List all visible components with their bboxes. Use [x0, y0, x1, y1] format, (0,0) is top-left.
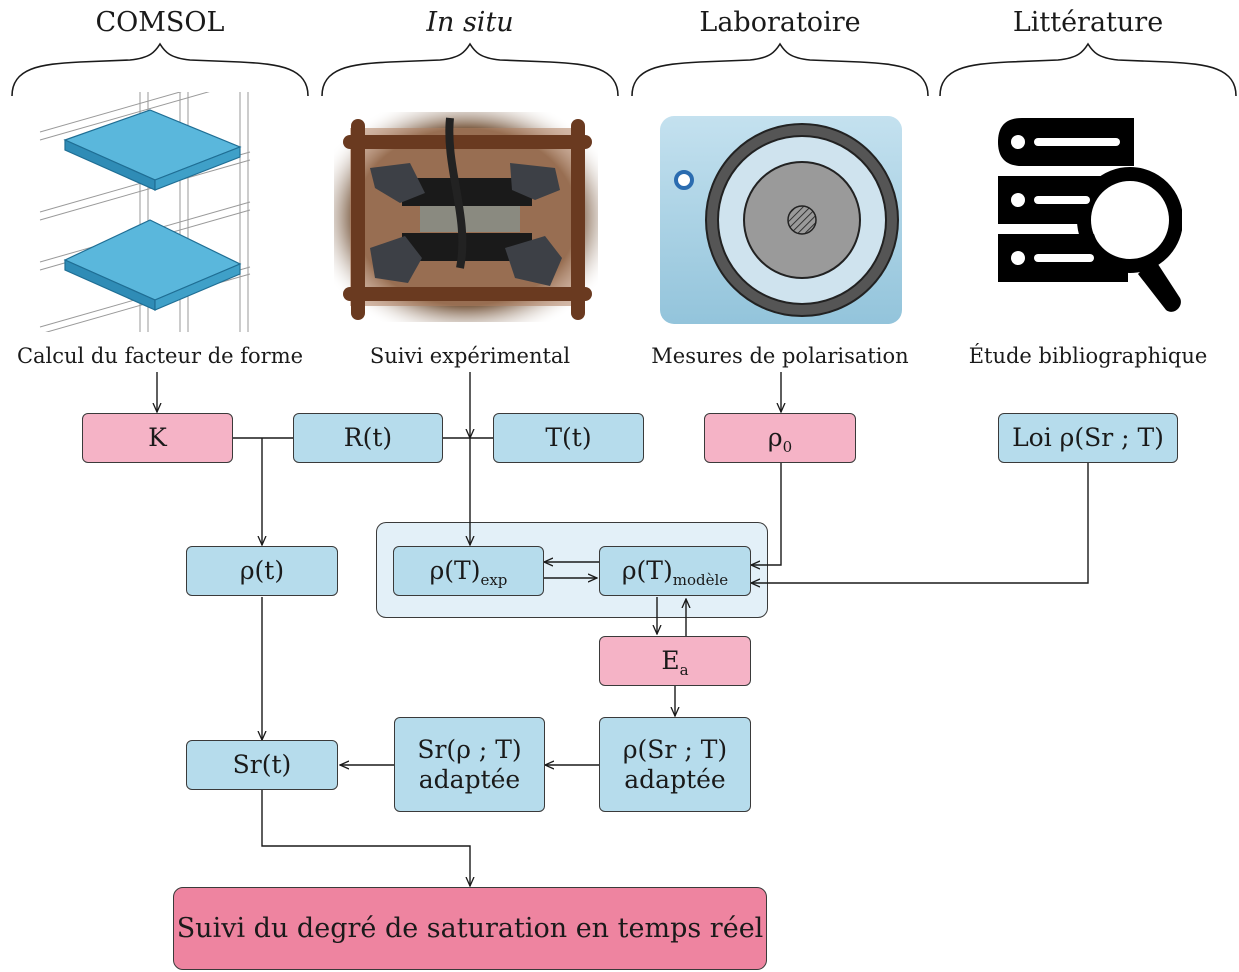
- node-rho-T-exp-label: ρ(T)exp: [429, 556, 508, 589]
- node-T-t-label: T(t): [545, 423, 592, 452]
- laboratoire-cell-image: [660, 116, 902, 324]
- caption-comsol: Calcul du facteur de forme: [16, 344, 304, 368]
- node-sr-rho-T-line1: Sr(ρ ; T): [417, 734, 522, 764]
- header-litterature: Littérature: [1012, 7, 1164, 38]
- brace-litterature: [939, 42, 1237, 97]
- node-rho-t-label: ρ(t): [239, 556, 285, 585]
- node-rho0-label: ρ0: [767, 423, 793, 456]
- brace-laboratoire: [631, 42, 929, 97]
- arrow-loi-to-model: [751, 463, 1089, 583]
- node-K: K: [82, 413, 233, 463]
- node-K-label: K: [148, 423, 167, 452]
- caption-laboratoire: Mesures de polarisation: [651, 344, 909, 368]
- node-rho-sr-T-line1: ρ(Sr ; T): [622, 734, 728, 764]
- node-rho0: ρ0: [704, 413, 856, 463]
- node-sr-t-label: Sr(t): [232, 750, 292, 779]
- arrow-sr-t-to-final: [261, 790, 470, 886]
- node-final-suivi: Suivi du degré de saturation en temps ré…: [173, 887, 767, 970]
- node-sr-rho-T-adaptee: Sr(ρ ; T) adaptée: [394, 717, 545, 812]
- node-rho-sr-T-adaptee: ρ(Sr ; T) adaptée: [599, 717, 751, 812]
- node-sr-rho-T-line2: adaptée: [418, 764, 521, 794]
- node-rho-t: ρ(t): [186, 546, 338, 596]
- node-Ea-label: Ea: [661, 646, 689, 679]
- header-comsol: COMSOL: [95, 7, 225, 38]
- node-loi-label: Loi ρ(Sr ; T): [1012, 423, 1164, 452]
- node-sr-t: Sr(t): [186, 740, 338, 790]
- caption-litterature: Étude bibliographique: [968, 344, 1208, 368]
- node-rho-T-exp: ρ(T)exp: [393, 546, 544, 596]
- node-Ea: Ea: [599, 636, 751, 686]
- header-in-situ: In situ: [426, 7, 514, 38]
- node-loi-rho-sr-T: Loi ρ(Sr ; T): [998, 413, 1178, 463]
- header-laboratoire: Laboratoire: [699, 7, 861, 38]
- node-R-t-label: R(t): [343, 423, 393, 452]
- in-situ-photo-image: [334, 112, 598, 322]
- node-rho-T-modele: ρ(T)modèle: [599, 546, 751, 596]
- arrow-rho0-to-model: [751, 463, 782, 565]
- node-T-t: T(t): [493, 413, 644, 463]
- node-final-label: Suivi du degré de saturation en temps ré…: [176, 912, 764, 944]
- brace-comsol: [11, 42, 309, 97]
- caption-in-situ: Suivi expérimental: [369, 344, 571, 368]
- node-rho-sr-T-line2: adaptée: [624, 764, 726, 794]
- comsol-model-image: [39, 92, 251, 332]
- node-rho-T-modele-label: ρ(T)modèle: [621, 556, 729, 589]
- node-R-t: R(t): [293, 413, 443, 463]
- brace-in-situ: [321, 42, 619, 97]
- database-search-icon: [998, 118, 1182, 312]
